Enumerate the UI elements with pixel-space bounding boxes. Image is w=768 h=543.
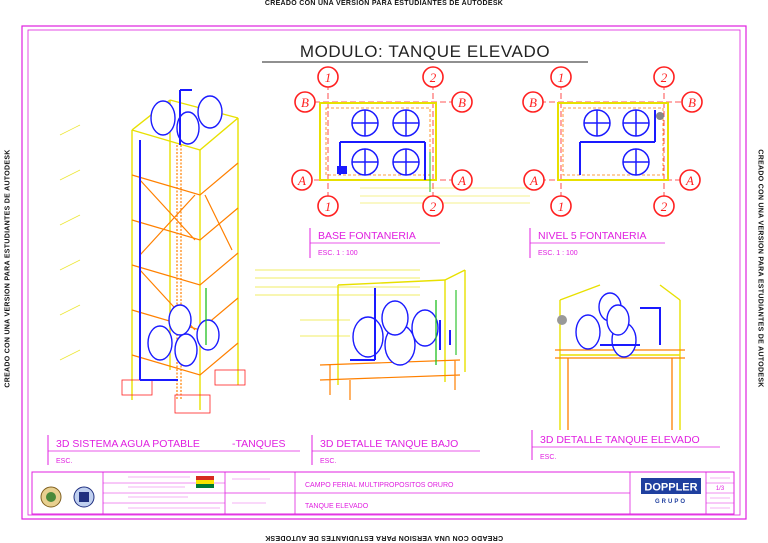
svg-text:ESC. 1 : 100: ESC. 1 : 100 [318,250,358,257]
title-block: CAMPO FERIAL MULTIPROPOSITOS ORURO TANQU… [31,471,735,515]
svg-text:3D SISTEMA AGUA POTABLE: 3D SISTEMA AGUA POTABLE [56,438,200,450]
svg-text:2: 2 [661,70,668,85]
outer-frame [21,25,747,520]
label-detalle-elevado: 3D DETALLE TANQUE ELEVADO ESC. [531,430,720,461]
label-detalle-bajo: 3D DETALLE TANQUE BAJO ESC. [311,435,480,465]
sheet-title: MODULO: TANQUE ELEVADO [300,42,550,61]
svg-text:ESC.: ESC. [320,458,336,465]
svg-text:NIVEL 5 FONTANERIA: NIVEL 5 FONTANERIA [538,230,647,242]
bolivia-flag-icon [196,476,214,488]
svg-text:A: A [529,173,538,188]
grid-bubbles-base: 1 2 B B A A 1 2 [291,66,473,217]
svg-text:DOPPLER: DOPPLER [644,482,697,494]
svg-text:B: B [458,95,466,110]
svg-text:ESC.: ESC. [56,458,72,465]
svg-text:-TANQUES: -TANQUES [232,438,285,450]
svg-text:B: B [688,95,696,110]
svg-text:3D DETALLE TANQUE BAJO: 3D DETALLE TANQUE BAJO [320,438,458,450]
svg-text:1: 1 [558,199,565,214]
svg-text:1: 1 [325,70,332,85]
svg-text:B: B [301,95,309,110]
grid-bubbles-nivel5: 1 2 B B A A 1 2 [522,66,703,217]
university-seal-emblem [73,486,95,508]
label-base-fontaneria: BASE FONTANERIA ESC. 1 : 100 [309,228,440,258]
svg-text:B: B [529,95,537,110]
doppler-logo: DOPPLER GRUPO [641,478,701,505]
svg-text:3D DETALLE TANQUE ELEVADO: 3D DETALLE TANQUE ELEVADO [540,434,700,446]
tower-3d-view [121,89,246,414]
project-name: CAMPO FERIAL MULTIPROPOSITOS ORURO [305,482,454,489]
svg-text:A: A [685,173,694,188]
svg-text:A: A [297,173,306,188]
svg-text:2: 2 [430,199,437,214]
svg-text:ESC.: ESC. [540,454,556,461]
svg-text:ESC. 1 : 100: ESC. 1 : 100 [538,250,578,257]
sheet-content: TANQUE ELEVADO [305,503,369,510]
svg-text:1: 1 [558,70,565,85]
watermark-top: CREADO CON UNA VERSION PARA ESTUDIANTES … [264,0,504,7]
plan-base-fontaneria [305,84,530,204]
detail-tanque-elevado-view [555,284,685,430]
sheet-number: 1/3 [716,486,725,492]
label-nivel5-fontaneria: NIVEL 5 FONTANERIA ESC. 1 : 100 [529,228,665,258]
plan-nivel5-fontaneria [540,84,690,200]
bolivia-coat-of-arms-emblem [40,486,62,508]
detail-tanque-bajo-view [319,269,466,400]
svg-text:BASE FONTANERIA: BASE FONTANERIA [318,230,416,242]
label-sistema-agua: 3D SISTEMA AGUA POTABLE ESC. -TANQUES [47,435,300,465]
svg-text:2: 2 [661,199,668,214]
svg-text:A: A [457,173,466,188]
inner-frame [27,29,741,516]
svg-text:GRUPO: GRUPO [655,499,687,505]
svg-text:1: 1 [325,199,332,214]
svg-text:2: 2 [430,70,437,85]
